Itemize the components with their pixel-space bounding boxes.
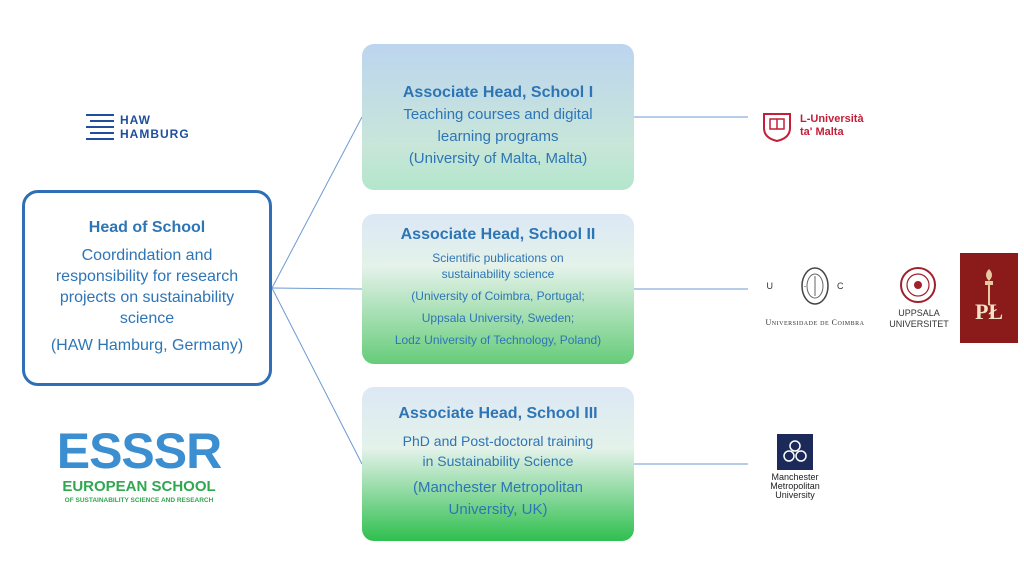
haw-stripes-icon (86, 114, 114, 140)
esssr-line1: EUROPEAN SCHOOL (62, 478, 216, 495)
associate-2-org-1: (University of Coimbra, Portugal; (411, 289, 585, 303)
head-title: Head of School (88, 219, 206, 236)
associate-head-1-box: Associate Head, School I Teaching course… (362, 44, 634, 190)
mmu-logo-line3: University (775, 490, 815, 500)
uppsala-logo-line2: UNIVERSITET (889, 319, 949, 329)
mmu-logo-line1: Manchester (771, 472, 819, 482)
university-of-malta-logo: L-Università ta' Malta (762, 110, 864, 147)
head-description: Coordindation and responsibility for res… (55, 247, 239, 327)
coimbra-name: Universidade de Coimbra (765, 318, 865, 327)
lodz-university-logo: PŁ (960, 253, 1018, 343)
haw-logo-line1: HAW (120, 113, 151, 127)
university-of-coimbra-logo: U · C Universidade de Coimbra (750, 266, 880, 336)
associate-3-organization: (Manchester Metropolitan University, UK) (412, 479, 584, 518)
malta-crest-icon (763, 113, 791, 143)
associate-2-description: Scientific publications on sustainabilit… (432, 251, 564, 281)
associate-head-3-box: Associate Head, School III PhD and Post-… (362, 387, 634, 541)
haw-logo-line2: HAMBURG (120, 127, 190, 141)
haw-hamburg-logo: HAW HAMBURG (86, 112, 189, 149)
malta-logo-line2: ta' Malta (800, 126, 844, 138)
esssr-wordmark: ESSSR (56, 423, 223, 479)
coimbra-letters: U · C (766, 281, 858, 291)
associate-1-title: Associate Head, School I (402, 84, 594, 101)
associate-3-description: PhD and Post-doctoral training in Sustai… (402, 433, 594, 469)
mmu-emblem-icon (777, 434, 813, 470)
esssr-logo: ESSSR EUROPEAN SCHOOL OF SUSTAINABILITY … (46, 424, 232, 520)
coimbra-seal-icon (801, 267, 829, 305)
associate-head-2-box: Associate Head, School II Scientific pub… (362, 214, 634, 364)
lodz-logo-text: PŁ (974, 299, 1004, 324)
associate-1-organization: (University of Malta, Malta) (408, 150, 588, 167)
head-organization: (HAW Hamburg, Germany) (50, 337, 244, 354)
uppsala-seal-icon (900, 267, 936, 303)
associate-1-description: Teaching courses and digital learning pr… (403, 106, 593, 145)
lodz-torch-icon (985, 269, 993, 305)
associate-2-org-2: Uppsala University, Sweden; (421, 311, 575, 325)
mmu-logo-line2: Metropolitan (770, 481, 820, 491)
associate-2-org-3: Lodz University of Technology, Poland) (394, 333, 602, 347)
associate-2-title: Associate Head, School II (400, 226, 596, 243)
malta-logo-line1: L-Università (800, 113, 864, 125)
uppsala-university-logo: UPPSALA UNIVERSITET (884, 266, 954, 332)
uppsala-logo-line1: UPPSALA (898, 308, 940, 318)
esssr-line2: OF SUSTAINABILITY SCIENCE AND RESEARCH (64, 497, 214, 504)
associate-3-title: Associate Head, School III (398, 405, 598, 422)
manchester-metropolitan-logo: Manchester Metropolitan University (760, 434, 830, 504)
head-of-school-box: Head of School Coordindation and respons… (22, 190, 272, 386)
